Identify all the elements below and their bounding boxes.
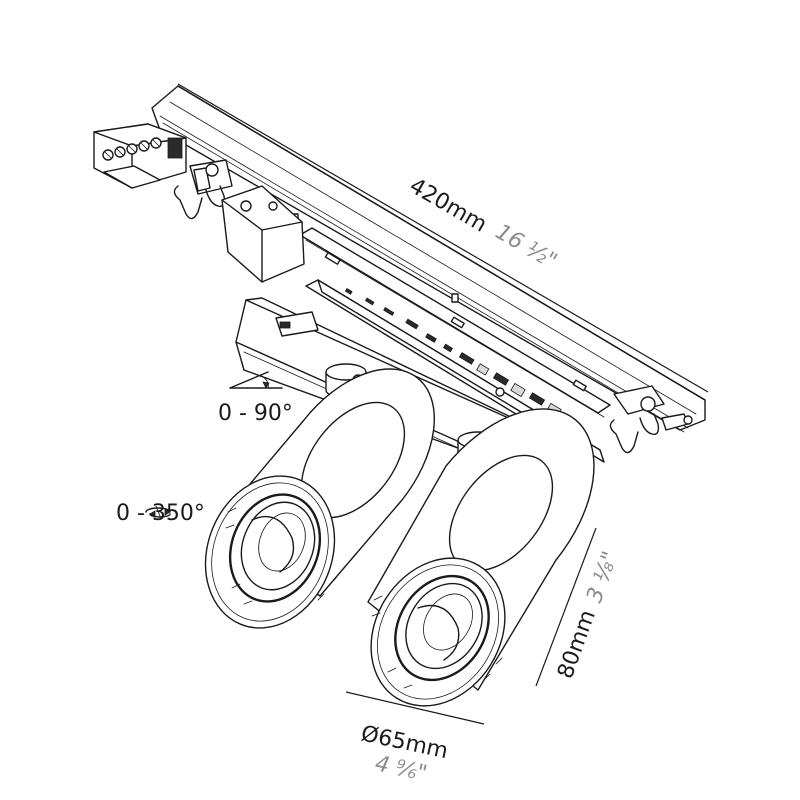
terminal-block — [93, 123, 187, 189]
dimension-diameter-line — [345, 691, 485, 725]
length-mm-label: 420mm — [405, 174, 491, 238]
length-inch-label: 16 ½" — [491, 220, 561, 275]
spotlight-head-2 — [367, 408, 595, 707]
terminal-screws — [102, 137, 162, 161]
height-mm-label: 80mm — [553, 607, 601, 682]
tilt-angle-label: 0 - 90° — [218, 401, 293, 426]
adapter-housing — [221, 185, 305, 283]
dimension-length-line — [177, 83, 709, 393]
pan-rotation-icon — [145, 505, 171, 518]
left-mounting-clip — [173, 159, 233, 220]
height-inch-label: 3 ⅛" — [582, 548, 623, 606]
pan-angle-label: 0 - 350° — [116, 501, 205, 526]
spotlight-head-1 — [204, 368, 435, 629]
track-adapter-bar — [151, 85, 706, 433]
tilt-angle-icon — [229, 371, 283, 389]
dimension-height-line — [535, 527, 597, 687]
right-mounting-clip — [609, 385, 693, 454]
